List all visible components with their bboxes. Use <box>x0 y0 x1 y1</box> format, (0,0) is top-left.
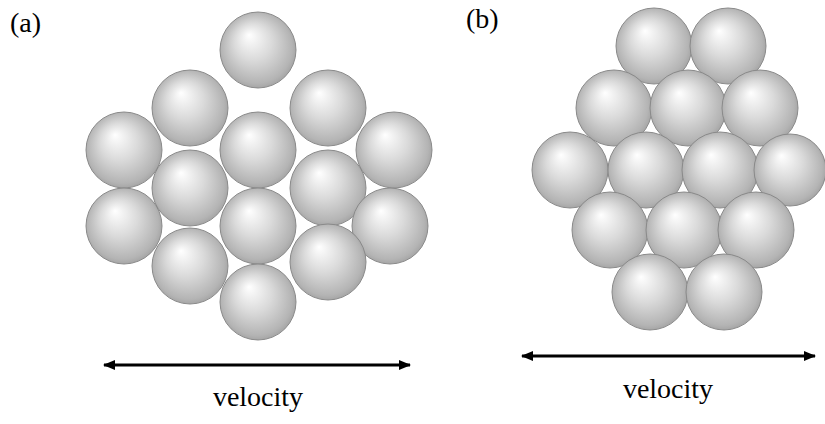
panel-label: (a) <box>10 8 41 39</box>
panel-label: (b) <box>466 4 499 35</box>
axis-label: velocity <box>213 382 303 413</box>
sphere-cluster-b <box>532 8 825 330</box>
velocity-arrow-b <box>522 355 815 358</box>
velocity-arrow-a <box>104 364 410 367</box>
sphere-cluster-a <box>86 12 432 340</box>
axis-label: velocity <box>623 374 713 405</box>
